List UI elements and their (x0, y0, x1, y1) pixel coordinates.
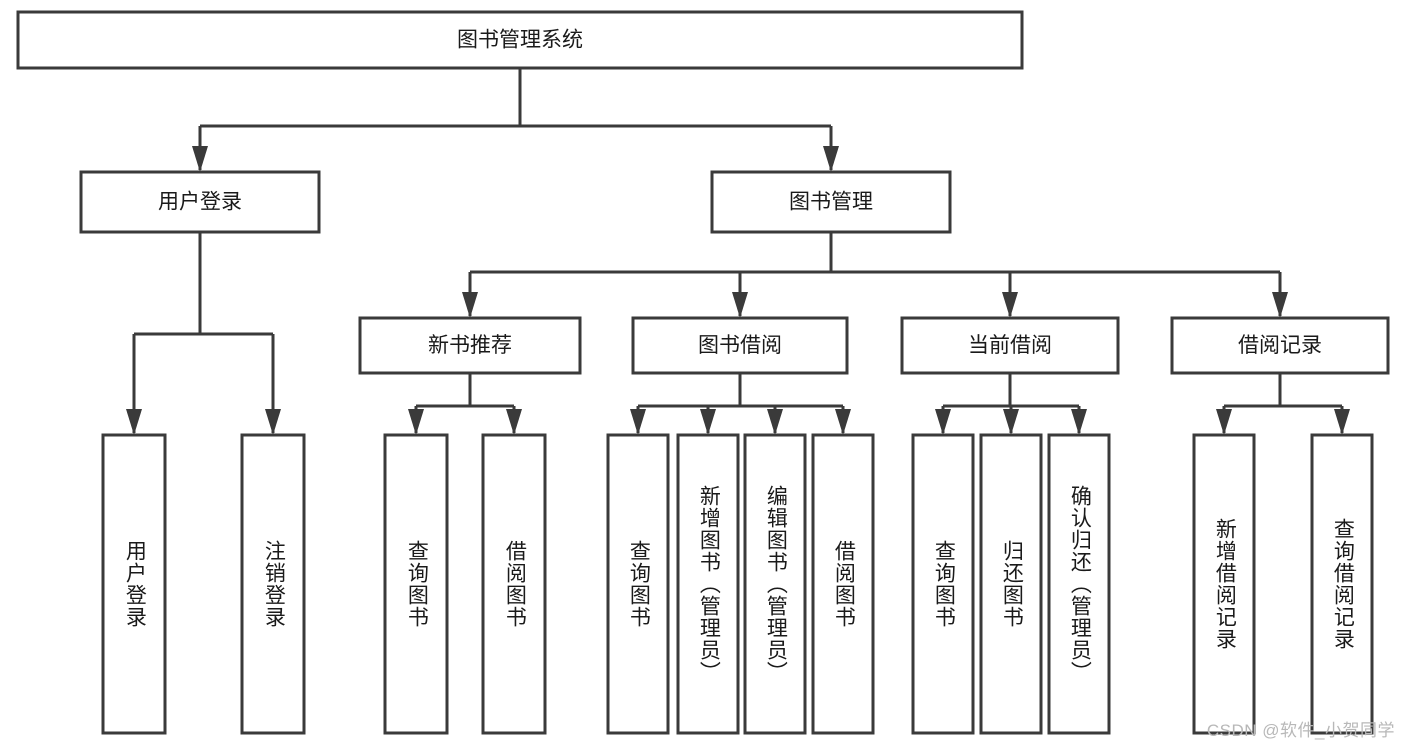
node-box-leaf-edit-book[interactable] (743, 433, 807, 735)
arrow-head-icon (265, 409, 281, 435)
node-box-leaf-borrow-book-2[interactable] (811, 433, 875, 735)
node-box-leaf-query-book-1[interactable] (383, 433, 449, 735)
node-label-user-login: 用户登录 (158, 191, 242, 214)
node-box-leaf-add-record[interactable] (1192, 433, 1256, 735)
node-label-new-book-rec: 新书推荐 (428, 334, 512, 357)
node-box-leaf-logout[interactable] (240, 433, 306, 735)
arrow-head-icon (1003, 409, 1019, 435)
arrow-head-icon (823, 146, 839, 172)
node-label-borrow-record: 借阅记录 (1238, 334, 1322, 357)
watermark-credit: CSDN @软件_小贺同学 (1206, 721, 1395, 740)
node-box-book-manage[interactable] (710, 170, 952, 234)
arrow-head-icon (1071, 409, 1087, 435)
arrow-head-icon (1216, 409, 1232, 435)
node-box-leaf-confirm-return[interactable] (1047, 433, 1111, 735)
node-box-leaf-return-book[interactable] (979, 433, 1043, 735)
arrow-head-icon (732, 292, 748, 318)
arrow-head-icon (1334, 409, 1350, 435)
arrow-head-icon (1272, 292, 1288, 318)
arrow-head-icon (408, 409, 424, 435)
arrow-head-icon (506, 409, 522, 435)
boxes-layer (16, 10, 1390, 735)
node-box-leaf-user-login[interactable] (101, 433, 167, 735)
arrow-head-icon (767, 409, 783, 435)
node-box-leaf-borrow-book-1[interactable] (481, 433, 547, 735)
arrow-head-icon (835, 409, 851, 435)
arrow-head-icon (700, 409, 716, 435)
node-box-current-borrow[interactable] (900, 316, 1120, 375)
arrow-head-icon (192, 146, 208, 172)
arrow-head-icon (462, 292, 478, 318)
node-box-leaf-query-record[interactable] (1310, 433, 1374, 735)
node-box-leaf-query-book-2[interactable] (606, 433, 670, 735)
node-label-book-manage: 图书管理 (789, 191, 873, 214)
arrow-head-icon (935, 409, 951, 435)
node-box-borrow-record[interactable] (1170, 316, 1390, 375)
node-box-leaf-add-book[interactable] (676, 433, 740, 735)
node-box-new-book-rec[interactable] (358, 316, 582, 375)
node-label-book-borrow: 图书借阅 (698, 334, 782, 357)
arrow-head-icon (126, 409, 142, 435)
node-box-root[interactable] (16, 10, 1024, 70)
node-label-current-borrow: 当前借阅 (968, 334, 1052, 357)
node-box-book-borrow[interactable] (631, 316, 849, 375)
connectors-layer (126, 68, 1350, 435)
node-label-root: 图书管理系统 (457, 29, 583, 52)
arrow-head-icon (630, 409, 646, 435)
node-box-leaf-query-book-3[interactable] (911, 433, 975, 735)
arrow-head-icon (1002, 292, 1018, 318)
node-box-user-login[interactable] (79, 170, 321, 234)
